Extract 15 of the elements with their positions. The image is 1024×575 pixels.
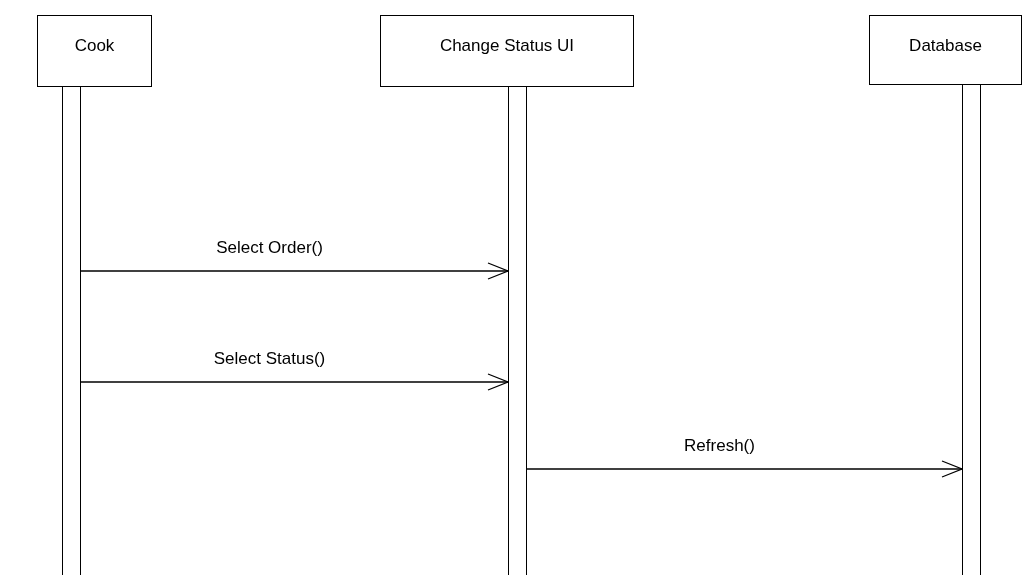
lifeline-header-box [380,15,634,87]
message-label: Select Status() [211,349,328,369]
message-arrow [526,460,963,478]
participant-name: Change Status UI [438,36,576,56]
participant-name: Database [908,36,983,56]
lifeline-header-box [869,15,1022,85]
message-label: Refresh() [682,436,757,456]
activation-bar [62,86,81,575]
message-arrow [80,262,509,280]
lifeline-header-box [37,15,152,87]
message-arrow [80,373,509,391]
participant-name: Cook [73,36,116,56]
activation-bar [508,86,527,575]
activation-bar [962,84,981,575]
message-label: Select Order() [214,238,325,258]
